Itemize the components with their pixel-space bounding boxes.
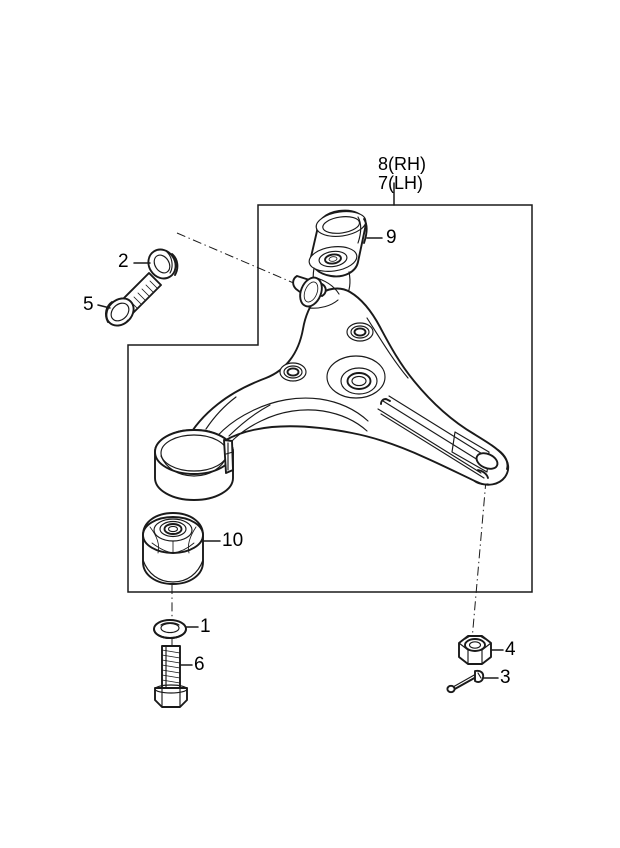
callout-1: 1 [200, 616, 211, 637]
part-10-front-bushing [142, 512, 204, 585]
part-7-8-lower-control-arm [154, 275, 510, 501]
arm-hole-mid-left [279, 362, 307, 382]
callout-3: 3 [500, 667, 511, 688]
part-2-washer [147, 248, 179, 280]
callout-10: 10 [222, 530, 244, 551]
ball-joint-housing [154, 429, 234, 501]
callout-5: 5 [83, 294, 94, 315]
part-5-flange-bolt [104, 272, 162, 327]
callout-9: 9 [386, 227, 397, 248]
part-9-rear-bushing [308, 209, 368, 299]
part-3-cotter-pin [446, 669, 485, 694]
callout-2: 2 [118, 251, 129, 272]
arm-hole-main [326, 355, 386, 399]
part-1-washer [153, 619, 187, 639]
callout-leader-lines [97, 237, 504, 679]
callout-6: 6 [194, 654, 205, 675]
callout-assembly-number: 8(RH) 7(LH) [378, 154, 426, 193]
arm-hole-upper [346, 322, 374, 342]
part-4-castle-nut [458, 635, 492, 665]
callout-4: 4 [505, 639, 516, 660]
assembly-boundary-frame [127, 204, 533, 593]
part-6-hex-bolt [154, 645, 188, 708]
